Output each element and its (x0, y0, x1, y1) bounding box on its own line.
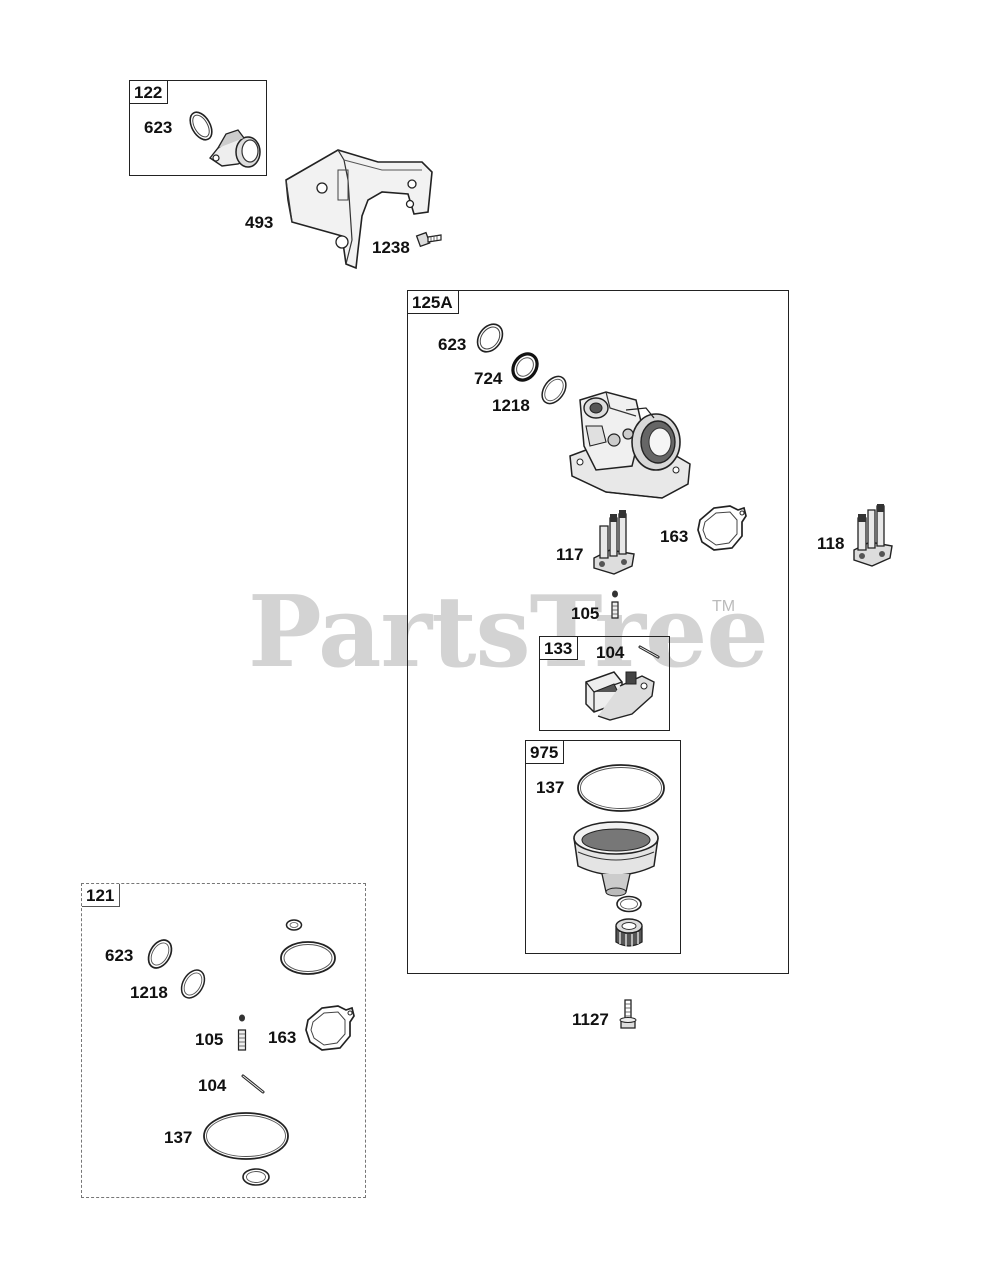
oring-137-kit975-icon (574, 760, 668, 816)
intake-elbow-122-icon (204, 118, 268, 170)
kit-121-label-104: 104 (198, 1076, 227, 1095)
kit-125a-label-1218: 1218 (492, 396, 530, 415)
gasket-1218-kit125a-icon (538, 372, 570, 408)
bolt-1127-icon (618, 998, 638, 1032)
washer-kit121-icon (284, 918, 304, 932)
kit-121-label-105: 105 (195, 1030, 224, 1049)
kit-125a-label-724: 724 (474, 369, 503, 388)
bowl-washer-kit121-icon (240, 1166, 272, 1188)
kit-133-box: 133 (539, 636, 670, 731)
bowl-nut-975-icon (612, 914, 646, 947)
kit-133-tag: 133 (540, 637, 579, 660)
oring-623-kit125a-icon (474, 320, 506, 356)
label-1238: 1238 (372, 238, 410, 257)
kit-121-label-623: 623 (105, 946, 134, 965)
kit-122-label-623: 623 (144, 118, 173, 137)
kit-125a-box: 125A (407, 290, 789, 974)
kit-975-box: 975 (525, 740, 681, 954)
fuel-solenoid-117-icon (590, 510, 638, 576)
kit-125a-label-623: 623 (438, 335, 467, 354)
oring-623-kit122-icon (186, 106, 216, 146)
gasket-163-kit121-icon (300, 1000, 358, 1056)
kit-122-tag: 122 (130, 81, 169, 104)
oring-623-kit121-icon (144, 936, 176, 972)
oring-137-kit121-icon (200, 1108, 292, 1164)
float-133-icon (580, 662, 660, 726)
kit-121-label-137: 137 (164, 1128, 193, 1147)
kit-121-label-163: 163 (268, 1028, 297, 1047)
oring-large-kit121-icon (277, 938, 339, 978)
kit-125a-label-117: 117 (556, 545, 584, 564)
bolt-1238-icon (414, 228, 444, 250)
kit-975-label-137: 137 (536, 778, 565, 797)
kit-125a-label-163: 163 (660, 527, 689, 546)
gasket-163-kit125a-icon (692, 500, 750, 556)
kit-121-box: 121 (81, 883, 366, 1198)
gasket-1218-kit121-icon (176, 966, 210, 1002)
kit-133-label-104: 104 (596, 643, 625, 662)
kit-125a-label-105: 105 (571, 604, 600, 623)
jet-105-kit121-icon (234, 1014, 250, 1054)
kit-975-tag: 975 (526, 741, 565, 764)
bowl-washer-975-icon (614, 894, 644, 914)
gasket-724-icon (508, 350, 542, 384)
pin-104-kit121-icon (240, 1072, 266, 1096)
kit-125a-tag: 125A (408, 291, 459, 314)
trademark-mark: TM (712, 598, 736, 615)
kit-121-tag: 121 (82, 884, 121, 907)
label-493: 493 (245, 213, 274, 232)
carburetor-icon (566, 386, 696, 504)
fuel-solenoid-118-icon (850, 504, 896, 568)
watermark-text: PartsTree (248, 575, 769, 690)
label-118: 118 (817, 534, 845, 553)
float-bowl-975-icon (568, 818, 664, 896)
label-1127: 1127 (572, 1010, 609, 1029)
pin-104-kit133-icon (638, 644, 660, 660)
kit-121-label-1218: 1218 (130, 983, 168, 1002)
jet-105-kit125a-icon (607, 590, 623, 622)
bracket-493-icon (282, 140, 442, 270)
kit-122-box: 122 (129, 80, 267, 176)
